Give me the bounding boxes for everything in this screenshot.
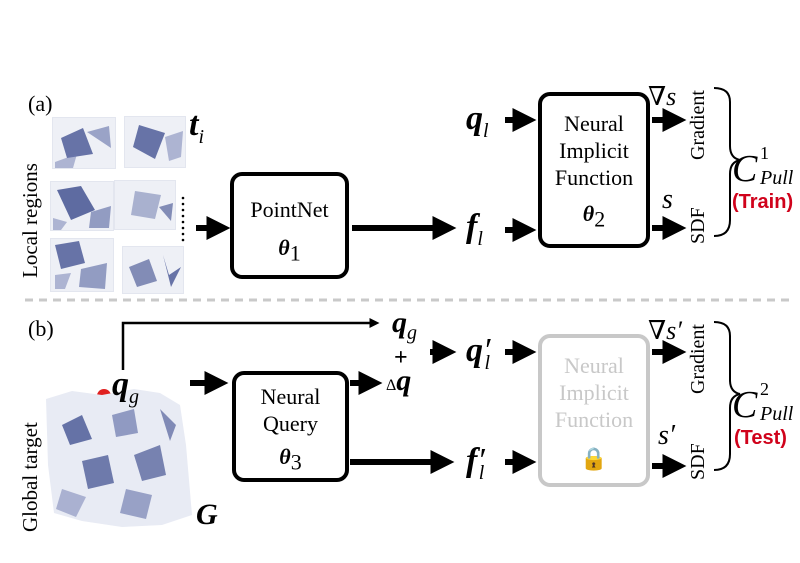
- neural-implicit-function-box: Neural Implicit Function θ2: [538, 92, 650, 248]
- nif-param: θ2: [582, 201, 606, 232]
- sdf-label: SDF: [687, 207, 709, 244]
- nq-param: θ3: [279, 444, 302, 475]
- global-target-label: Global target: [18, 422, 42, 532]
- sdf-symbol: s: [662, 184, 673, 215]
- frozen-neural-implicit-function-box: Neural Implicit Function 🔒: [538, 334, 650, 487]
- pointnet-title: PointNet: [250, 197, 329, 222]
- sdf-label-b: SDF: [687, 443, 709, 480]
- nq-line-2: Query: [263, 411, 318, 436]
- pointnet-box: PointNet θ1: [230, 172, 349, 279]
- loss-a: C 1 Pull: [732, 143, 794, 190]
- local-region-patch: [124, 116, 186, 168]
- local-region-patch: [114, 180, 176, 230]
- local-region-patch: [52, 117, 116, 169]
- mode-train-label: (Train): [732, 191, 794, 213]
- panel-b-label: (b): [28, 316, 54, 341]
- query-local-prime-symbol: q′l: [466, 332, 491, 374]
- neural-query-box: Neural Query θ3: [232, 371, 349, 482]
- sum-query-symbol: qg: [392, 306, 417, 344]
- query-local-symbol: ql: [466, 100, 489, 142]
- delta-offset-symbol: Δq: [386, 364, 412, 397]
- frozen-nif-line-1: Neural: [564, 353, 624, 378]
- sdf-prime-symbol: s′: [658, 420, 676, 451]
- global-target-point-cloud: [46, 389, 192, 527]
- query-global-symbol: qg: [112, 366, 139, 408]
- feature-local-prime-symbol: f′l: [466, 442, 485, 484]
- gradient-prime-symbol: ∇s′: [648, 316, 682, 345]
- nif-line-1: Neural: [564, 111, 624, 136]
- brace-a: [713, 87, 741, 237]
- target-symbol: G: [196, 498, 218, 531]
- nq-line-1: Neural: [260, 384, 321, 409]
- frozen-nif-line-3: Function: [554, 407, 634, 432]
- gradient-label: Gradient: [687, 90, 709, 160]
- gradient-label-b: Gradient: [687, 324, 709, 394]
- panel-a-label: (a): [28, 91, 53, 116]
- loss-b: C 2 Pull: [732, 379, 794, 426]
- arrow-query-to-sum: [121, 318, 380, 370]
- lock-icon: 🔒: [580, 447, 608, 472]
- local-region-patch: [50, 238, 114, 292]
- feature-local-symbol: fl: [466, 208, 483, 250]
- frozen-nif-line-2: Implicit: [559, 380, 629, 405]
- brace-b: [713, 321, 741, 471]
- local-region-patch: [50, 181, 114, 231]
- nif-line-3: Function: [554, 165, 634, 190]
- pointnet-param: θ1: [278, 235, 301, 266]
- local-region-patch: [122, 246, 184, 294]
- patches-symbol: ti: [189, 106, 205, 148]
- gradient-symbol: ∇s: [648, 82, 677, 111]
- mode-test-label: (Test): [734, 427, 787, 449]
- local-regions-label: Local regions: [18, 163, 42, 278]
- sum-plus: +: [394, 345, 408, 371]
- more-patches-dots: [181, 196, 185, 242]
- nif-line-2: Implicit: [559, 138, 629, 163]
